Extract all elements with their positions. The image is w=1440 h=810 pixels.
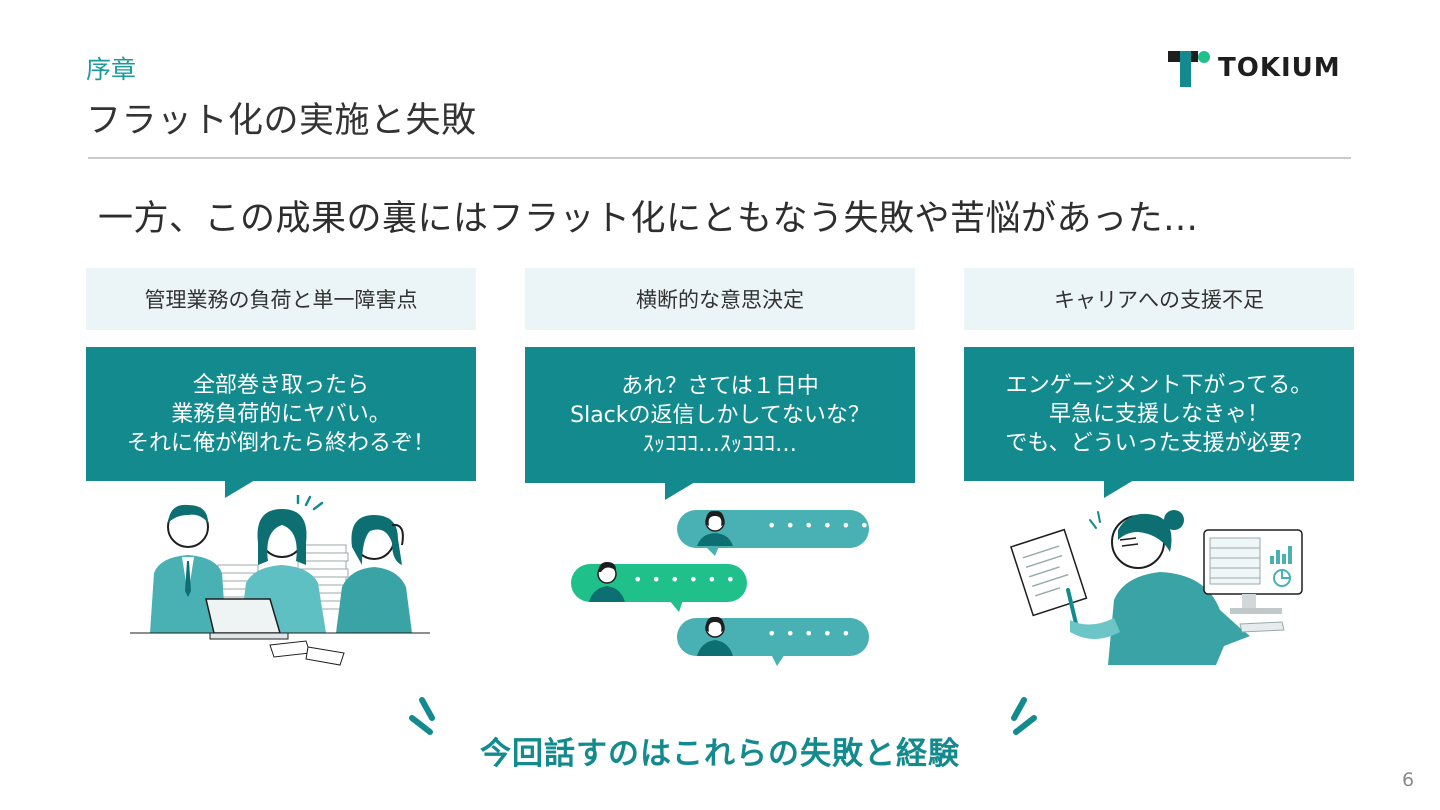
career-support-illustration xyxy=(1010,510,1303,665)
speech-bubble-decision: あれ？さては１日中 Slackの返信しかしてないな？ ｽｯｺｺｺ…ｽｯｺｺｺ… xyxy=(525,347,915,483)
column-heading-career: キャリアへの支援不足 xyxy=(964,268,1354,330)
bubble-line: 全部巻き取ったら xyxy=(192,372,369,398)
speech-bubble-career: エンゲージメント下がってる。 早急に支援しなきゃ！ でも、どういった支援が必要？ xyxy=(964,347,1354,481)
tokium-logo: TOKIUM xyxy=(1168,49,1354,87)
speech-bubble-admin-load: 全部巻き取ったら 業務負荷的にヤバい。 それに俺が倒れたら終わるぞ！ xyxy=(86,347,476,481)
lead-statement: 一方、この成果の裏にはフラット化にともなう失敗や苦悩があった… xyxy=(98,199,1199,239)
bubble-line: あれ？さては１日中 xyxy=(621,373,819,399)
bubble-line: ｽｯｺｺｺ…ｽｯｺｺｺ… xyxy=(642,431,797,457)
bubble-tail xyxy=(665,482,695,500)
title-divider xyxy=(88,157,1351,159)
bubble-line: 業務負荷的にヤバい。 xyxy=(171,401,391,427)
tokium-logo-mark-icon xyxy=(1168,51,1210,87)
bubble-line: エンゲージメント下がってる。 xyxy=(1005,372,1313,398)
slide-title: フラット化の実施と失敗 xyxy=(86,101,477,141)
column-heading-decision: 横断的な意思決定 xyxy=(525,268,915,330)
bubble-line: でも、どういった支援が必要？ xyxy=(1005,430,1313,456)
page-number: 6 xyxy=(1402,769,1415,791)
column-heading-admin-load: 管理業務の負荷と単一障害点 xyxy=(86,268,476,330)
bubble-tail xyxy=(225,480,255,498)
overloaded-team-illustration xyxy=(130,495,430,666)
chat-dots-2: • • • • • • xyxy=(633,570,738,589)
chat-dots-3: • • • • • xyxy=(767,624,853,643)
bubble-tail xyxy=(1104,480,1134,498)
chat-messages-illustration xyxy=(571,510,869,666)
logo-wordmark: TOKIUM xyxy=(1218,53,1341,83)
bubble-line: Slackの返信しかしてないな？ xyxy=(570,402,870,428)
chat-dots-1: • • • • • • xyxy=(767,516,872,535)
chapter-label: 序章 xyxy=(86,55,137,84)
bubble-line: それに俺が倒れたら終わるぞ！ xyxy=(126,430,435,456)
emphasis-lines-right-icon xyxy=(1011,697,1037,735)
emphasis-lines-left-icon xyxy=(409,697,435,735)
conclusion-statement: 今回話すのはこれらの失敗と経験 xyxy=(480,736,960,772)
bubble-line: 早急に支援しなきゃ！ xyxy=(1048,401,1269,427)
